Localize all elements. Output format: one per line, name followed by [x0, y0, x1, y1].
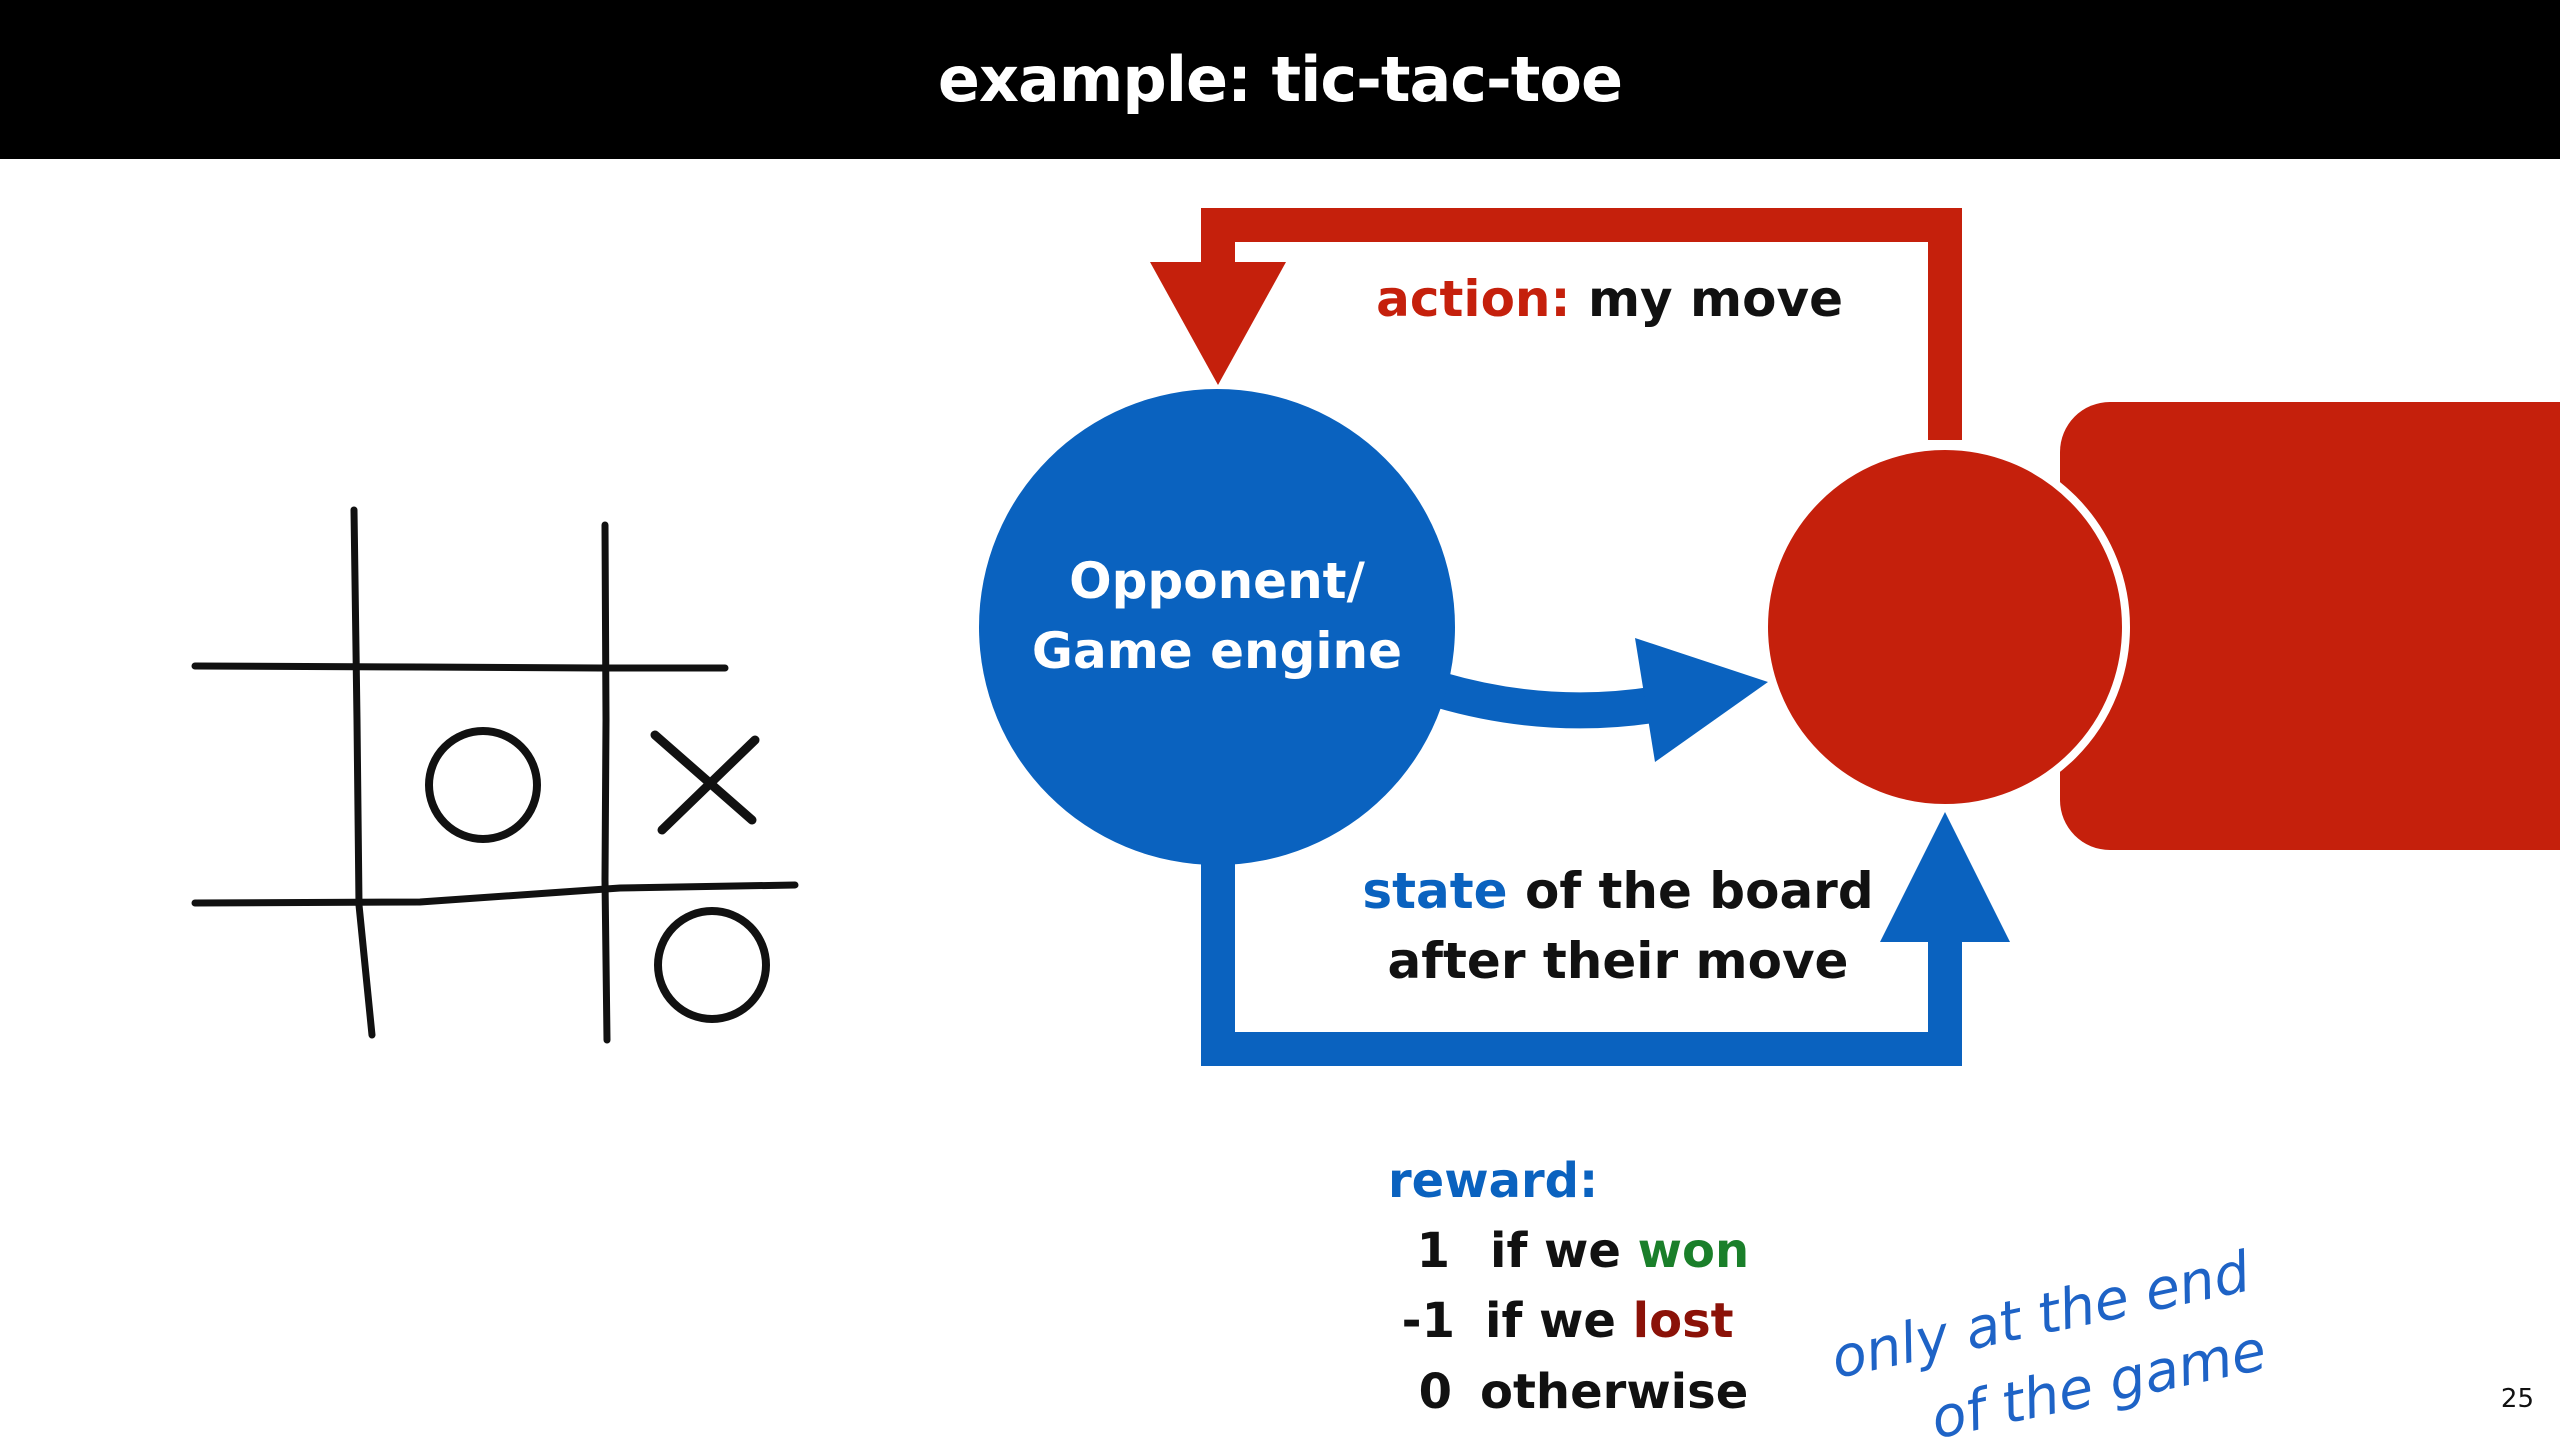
state-arrow-path — [1201, 860, 1962, 1066]
reward-won: won — [1638, 1223, 1750, 1279]
board-line-v2 — [601, 521, 611, 1044]
board-line-h1 — [191, 662, 729, 672]
opponent-label-line1: Opponent/ — [1069, 552, 1365, 610]
slide-header: example: tic-tac-toe — [0, 0, 2560, 159]
reward-line2-value: -1 — [1402, 1293, 1455, 1349]
state-text: of the board — [1508, 862, 1874, 920]
reward-lost: lost — [1633, 1293, 1734, 1349]
opponent-label-line2: Game engine — [1032, 622, 1402, 680]
reward-line1-value: 1 — [1417, 1223, 1450, 1279]
state-label-line1: state of the board — [1362, 862, 1873, 920]
transition-arrowhead — [1635, 638, 1768, 762]
board-line-h2 — [191, 881, 799, 907]
state-label-line2: after their move — [1388, 932, 1849, 990]
board-o-center — [425, 727, 541, 843]
slide-title: example: tic-tac-toe — [937, 43, 1623, 116]
reward-line1-text: if we — [1490, 1223, 1638, 1279]
reward-line2: if we lost — [1485, 1293, 1734, 1349]
reward-heading: reward: — [1388, 1153, 1598, 1209]
state-keyword: state — [1362, 862, 1507, 920]
tic-tac-toe-board — [191, 506, 799, 1044]
board-line-v1 — [350, 506, 376, 1039]
agent-panel — [2060, 402, 2560, 850]
agent-node — [1760, 442, 2130, 812]
board-o-bottom-right — [654, 907, 770, 1023]
action-arrowhead — [1150, 262, 1286, 385]
reward-line3-value: 0 — [1419, 1364, 1452, 1420]
opponent-node — [979, 389, 1455, 865]
handwritten-annotation: only at the end of the game — [1826, 1240, 2272, 1440]
action-label: action: my move — [1376, 270, 1843, 328]
state-arrowhead — [1880, 812, 2010, 942]
reward-line3: otherwise — [1480, 1364, 1748, 1420]
board-x-right — [650, 730, 760, 835]
page-number: 25 — [2500, 1384, 2534, 1414]
reward-line2-text: if we — [1485, 1293, 1633, 1349]
action-keyword: action: — [1376, 270, 1570, 328]
action-arrow-path — [1201, 208, 1962, 440]
action-text: my move — [1571, 270, 1843, 328]
reward-line1: if we won — [1490, 1223, 1749, 1279]
